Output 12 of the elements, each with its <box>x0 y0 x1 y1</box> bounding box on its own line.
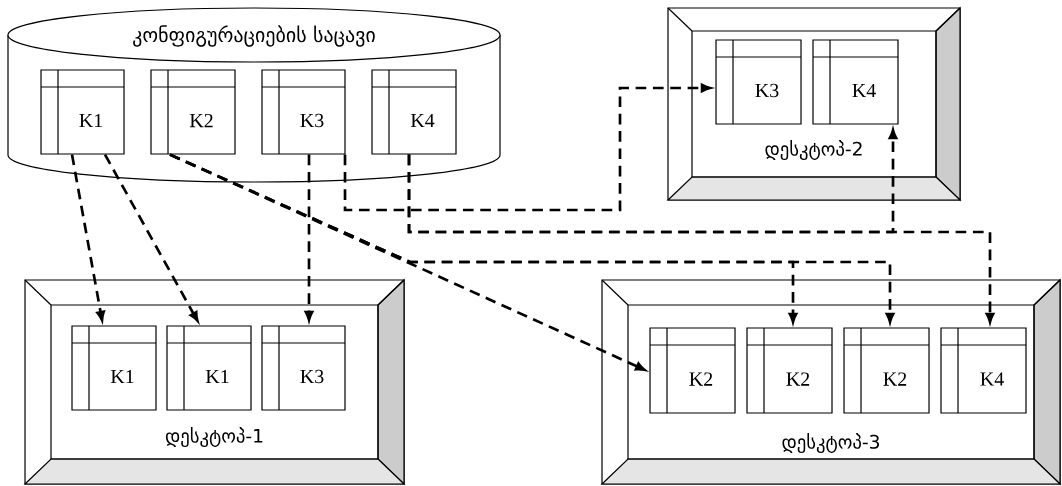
window-box: K2 <box>649 327 736 414</box>
window-box: K1 <box>40 69 125 155</box>
window-box: K1 <box>71 325 157 411</box>
window-box: K2 <box>150 69 236 155</box>
window-box: K2 <box>746 327 833 414</box>
window-box: K3 <box>261 69 346 155</box>
window-box: K2 <box>843 327 930 414</box>
window-box: K4 <box>812 39 899 125</box>
window-box: K4 <box>371 69 457 155</box>
window-box: K4 <box>940 327 1027 414</box>
window-box: K3 <box>715 39 802 125</box>
arrow <box>70 154 105 322</box>
